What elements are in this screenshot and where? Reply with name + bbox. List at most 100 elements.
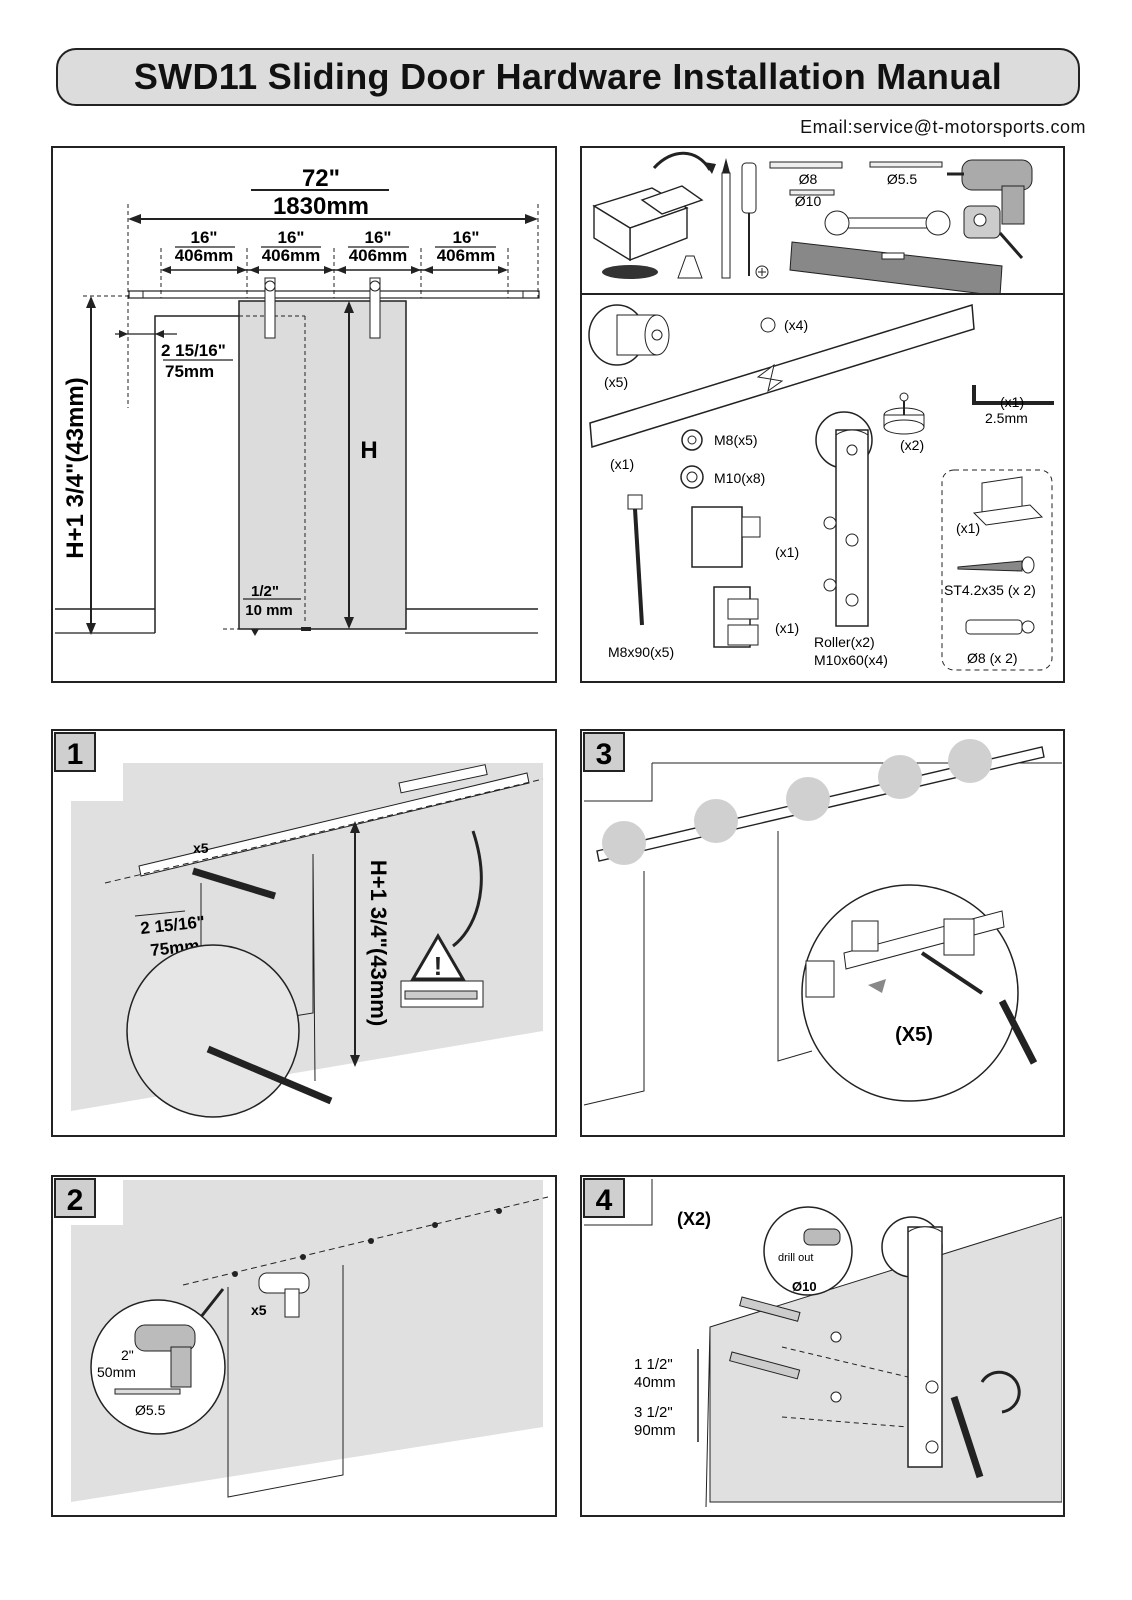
step-2-count: x5 [251,1302,267,1318]
screwdriver-icon [741,162,769,279]
roller-label: Roller(x2) [814,634,875,650]
power-drill-icon [947,159,1033,225]
step-2-bit-label: Ø5.5 [135,1402,166,1418]
manual-title: SWD11 Sliding Door Hardware Installation… [133,56,1003,97]
hex-key-qty: (x1) [1000,394,1024,410]
door-height-label: H [360,437,377,464]
step-2-illustration: 2 x5 2" 50mm Ø5.5 [54,1178,549,1502]
toolbox-icon [592,185,704,262]
step-1-number: 1 [67,738,84,771]
segment-2-inch: 16" [278,228,305,247]
step-3-number: 3 [596,738,613,771]
floor-stop-icon [883,392,925,435]
lag-bolt-icon [627,494,644,626]
segment-3-mm: 406mm [349,246,408,265]
step-2-number: 2 [67,1184,84,1217]
drill-bit-10-label: Ø10 [795,193,822,209]
step-3-panel: 3 (X5) [580,729,1065,1137]
wrench-icon [824,210,951,236]
roller-bolt-label: M10x60(x4) [814,652,888,668]
dimension-diagram-panel: 72" 1830mm 16" 406mm 16" 406mm 16" 406mm… [51,146,557,683]
gap-inch: 1/2" [251,583,279,600]
step-3-wrench-icon [998,999,1038,1065]
wall-anchor-icon [965,619,1035,635]
step-4-repeat: (X2) [677,1209,711,1229]
hex-key-icon [972,385,1054,405]
drill-bit-8-label: Ø8 [799,171,818,187]
floor-stop-qty: (x2) [900,437,924,453]
lag-bolt-label: M8x90(x5) [608,644,674,660]
rotate-arrow-icon [980,1370,1021,1414]
step-4-drill-note: drill out [778,1252,813,1264]
track-rail-icon [589,304,975,448]
step-2-panel: 2 x5 2" 50mm Ø5.5 [51,1175,557,1517]
warning-icon: ! [410,933,466,981]
tape-measure-icon [963,205,1024,259]
step-1-illustration: 1 x5 2 15/16" 75mm H+1 3/4"(43mm) ! [54,732,544,1118]
total-length-mm: 1830mm [273,193,369,220]
contact-email: Email:service@t-motorsports.com [800,117,1086,137]
end-cap-qty: (x4) [784,317,808,333]
tools-illustration: Ø8 Ø5.5 Ø10 [592,151,1033,293]
drill-bit-icons [769,161,943,196]
segment-4-inch: 16" [453,228,480,247]
step-3-repeat: (X5) [895,1024,933,1046]
step-4-roller-icon [881,1216,943,1468]
height-label: H+1 3/4"(43mm) [62,377,89,558]
cable-coil-icon [602,265,658,279]
anti-jump-bracket-2-icon [713,586,759,648]
anchor-label: Ø8 (x 2) [967,650,1018,666]
offset-inch: 2 15/16" [161,341,226,360]
step-4-bit-label: Ø10 [792,1279,817,1294]
offset-mm: 75mm [165,362,214,381]
step-4-bolts-icon [729,1296,801,1380]
step-4-spacing2-mm: 90mm [634,1422,676,1439]
segment-4-mm: 406mm [437,246,496,265]
guide-qty: (x1) [956,520,980,536]
hex-key-size: 2.5mm [985,410,1028,426]
step-1-panel: 1 x5 2 15/16" 75mm H+1 3/4"(43mm) ! [51,729,557,1137]
segment-1-mm: 406mm [175,246,234,265]
roller-hanger-icon [815,411,873,627]
step-1-count: x5 [193,840,209,856]
anti-jump-2-qty: (x1) [775,620,799,636]
step-4-wrench-icon [950,1395,984,1479]
cone-icon [677,255,703,279]
step-1-magnifier [126,944,300,1118]
step-3-illustration: 3 (X5) [583,732,1062,1106]
end-cap-icon [760,317,776,333]
step-2-depth-inch: 2" [121,1347,134,1363]
screw-label: ST4.2x35 (x 2) [944,582,1036,598]
step-4-spacing2-inch: 3 1/2" [634,1404,673,1421]
anti-jump-bracket-1-icon [691,506,761,568]
floor-guide-icon [972,476,1044,526]
gap-mm: 10 mm [245,602,293,619]
segment-1-inch: 16" [191,228,218,247]
step-4-illustration: 4 (X2) drill out Ø10 1 1/2" 40mm 3 1/2" … [583,1178,1062,1508]
anti-jump-1-qty: (x1) [775,544,799,560]
svg-text:!: ! [434,951,443,981]
tools-panel: Ø8 Ø5.5 Ø10 [580,146,1065,296]
title-banner: SWD11 Sliding Door Hardware Installation… [56,48,1080,106]
wood-screw-icon [957,556,1035,574]
stopper-qty: (x5) [604,374,628,390]
step-1-height-label: H+1 3/4"(43mm) [366,860,391,1026]
step-4-spacing1-inch: 1 1/2" [634,1356,673,1373]
floor-guide-kit-group [941,469,1053,671]
pencil-icon [721,158,731,279]
washer-m10-label: M10(x8) [714,470,765,486]
rail-qty: (x1) [610,456,634,472]
parts-illustration: (x5) (x4) (x1) M8(x5) M10(x8) (x2) (x1) … [588,304,1054,671]
total-length-inch: 72" [302,165,340,192]
step-2-depth-mm: 50mm [97,1364,136,1380]
segment-3-inch: 16" [365,228,392,247]
washer-m8-label: M8(x5) [714,432,758,448]
parts-panel: (x5) (x4) (x1) M8(x5) M10(x8) (x2) (x1) … [580,293,1065,683]
spirit-level-icon [789,241,1003,293]
step-4-spacing1-mm: 40mm [634,1374,676,1391]
drill-bit-5-5-label: Ø5.5 [887,171,918,187]
step-2-drill-icon [258,1272,310,1318]
step-4-number: 4 [596,1184,613,1217]
step-4-panel: 4 (X2) drill out Ø10 1 1/2" 40mm 3 1/2" … [580,1175,1065,1517]
segment-2-mm: 406mm [262,246,321,265]
